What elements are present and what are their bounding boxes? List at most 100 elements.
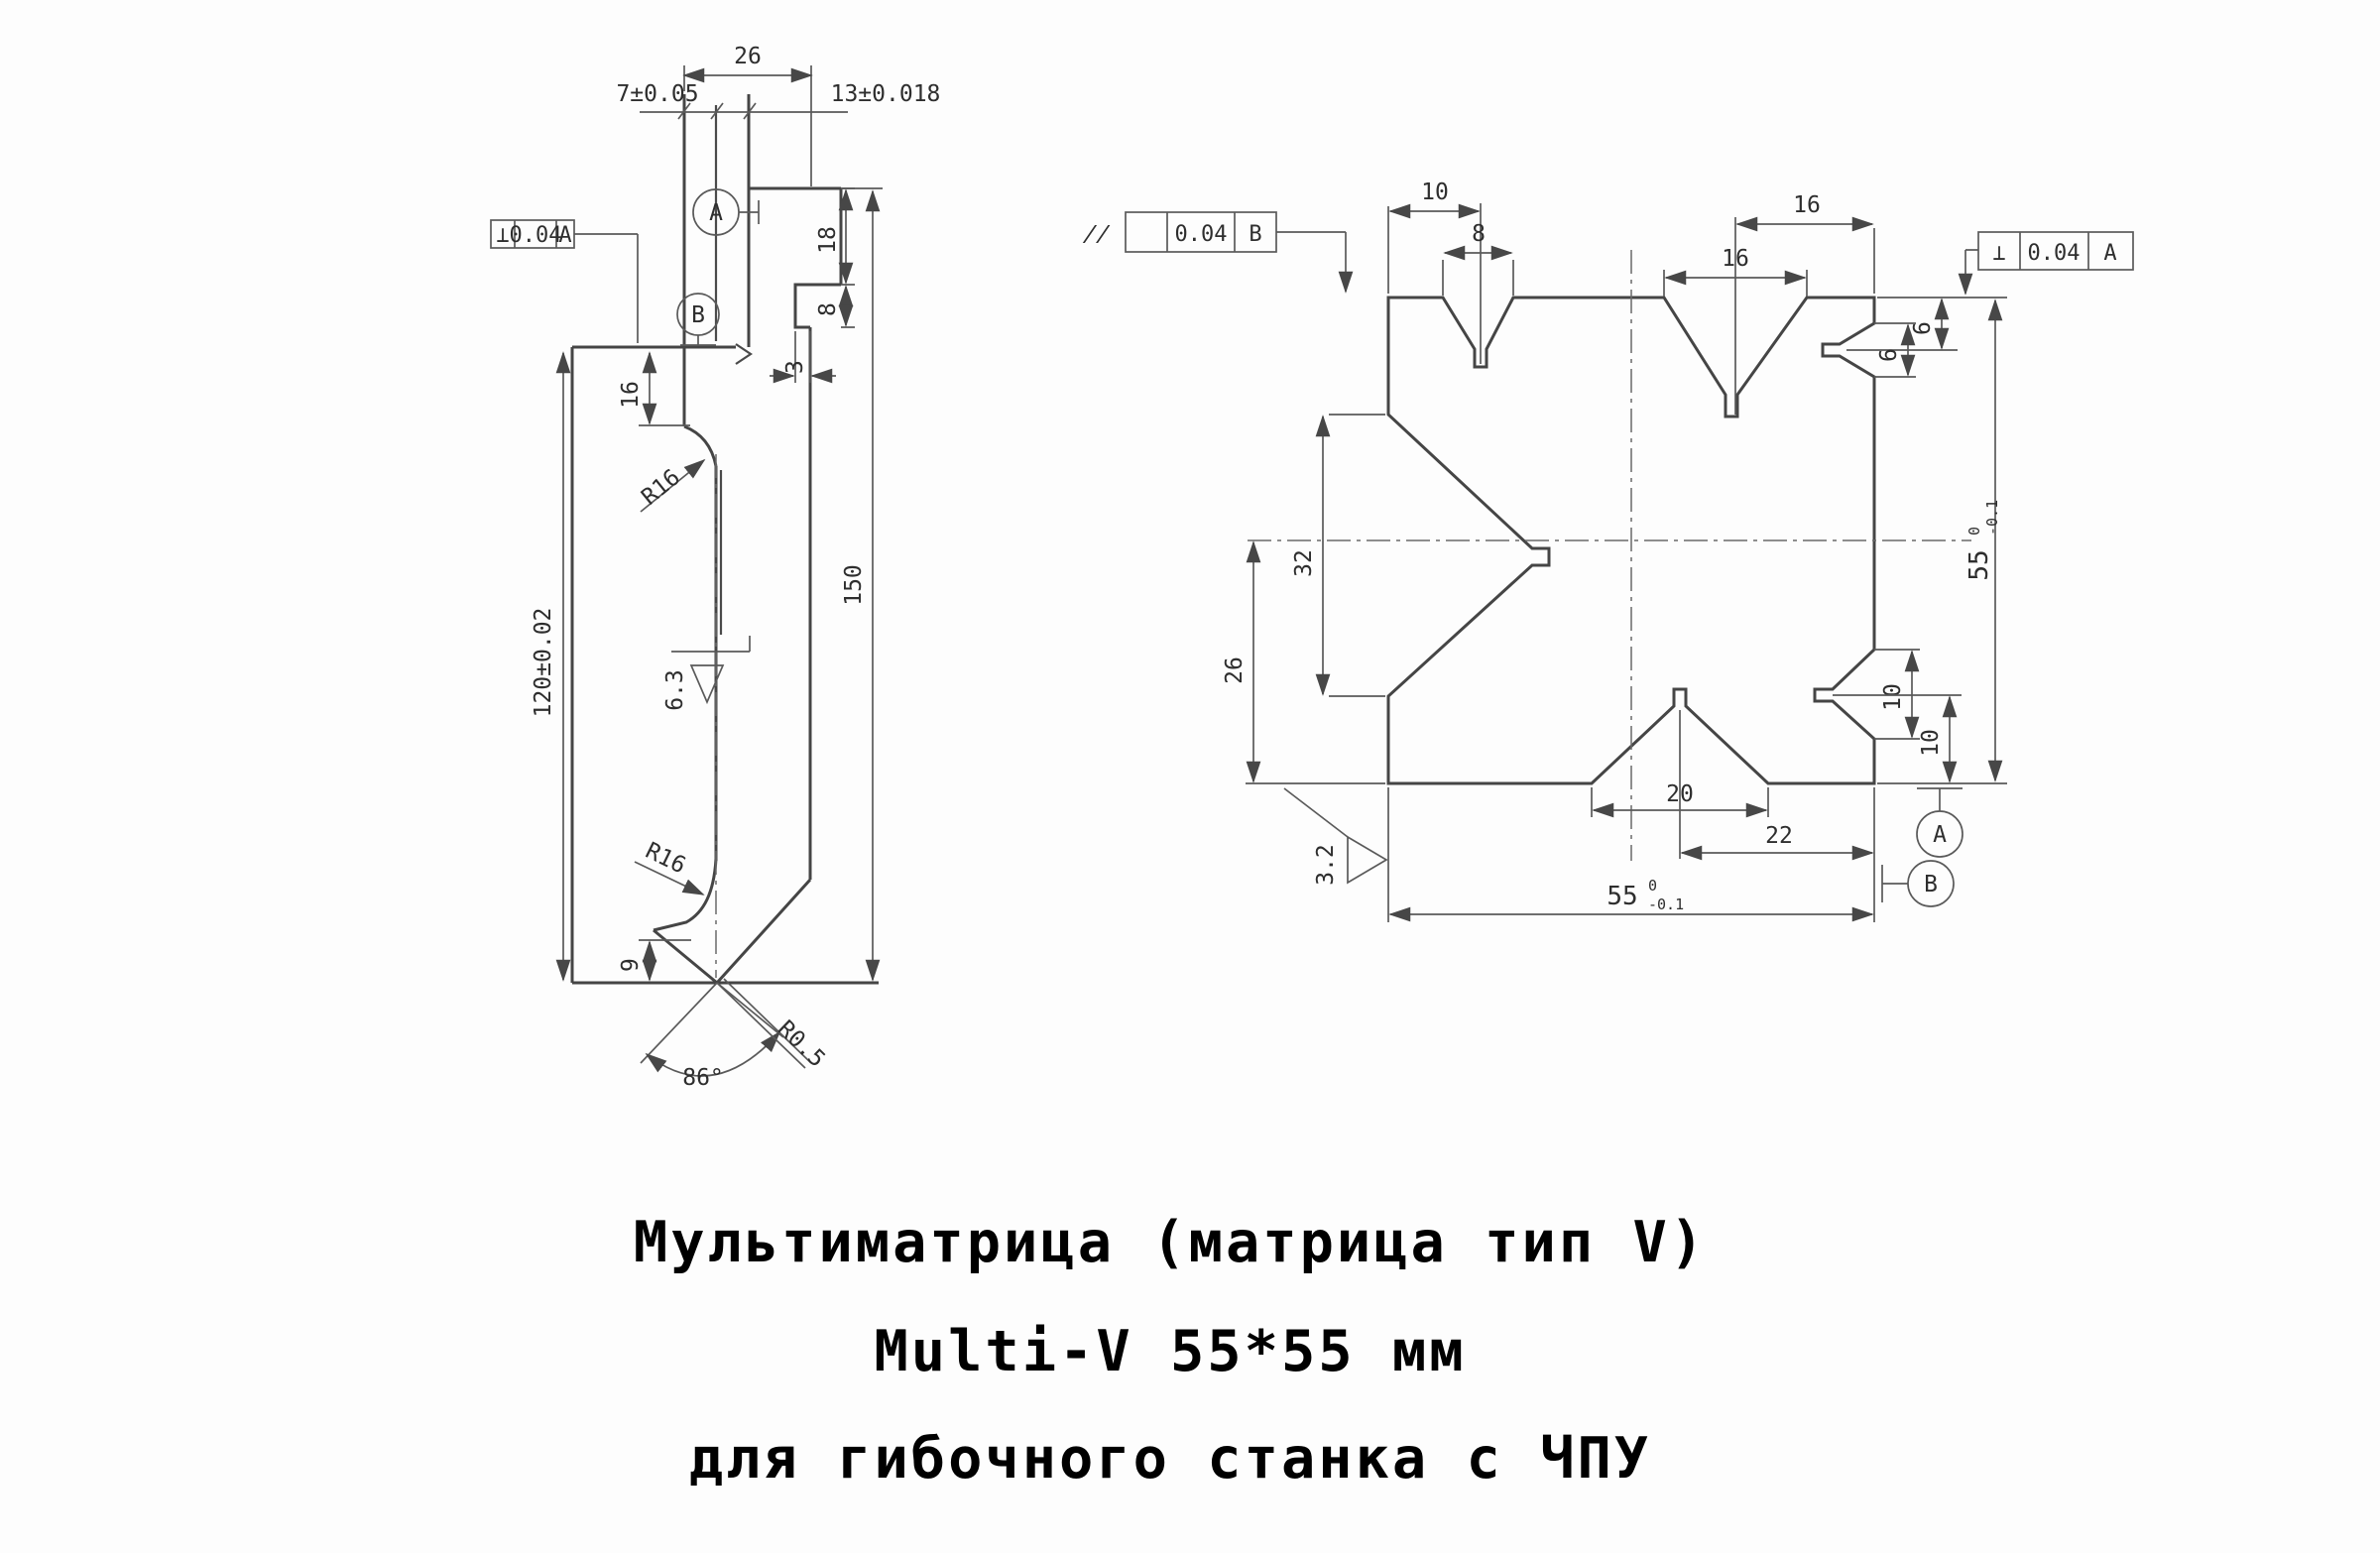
datum-b-stem-right (1881, 865, 1908, 902)
datum-a-label-right: A (1933, 822, 1947, 848)
ext-v8 (1387, 203, 1482, 364)
roughness-flag-line (671, 636, 751, 653)
dim-55h-value: 55 (1606, 882, 1637, 911)
leader-r16-upper (640, 458, 706, 513)
datum-b-circle-icon-right (1907, 860, 1955, 907)
dim-9-label: 9 (618, 958, 644, 972)
dim-8-label: 8 (815, 302, 841, 316)
left-view-side-profile: 26 7±0.05 13±0.018 ⊥ 0.04 A A (490, 44, 941, 1091)
datum-target-b: B (676, 293, 720, 346)
dim-55h-label-group: 55 0 -0.1 (1606, 877, 1684, 913)
perp-tolerance: 0.04 (2028, 241, 2081, 266)
datum-a-handle (739, 200, 760, 224)
gdt-datum-ref: A (558, 223, 571, 248)
dim-18-label: 18 (815, 226, 841, 254)
datum-b-label-right: B (1924, 872, 1938, 897)
perp-frame-box (1977, 231, 2134, 271)
datum-circle-b: B (1881, 860, 1955, 907)
v-left-flank (653, 928, 718, 985)
left-view-dimensions: 26 7±0.05 13±0.018 ⊥ 0.04 A A (490, 44, 941, 1091)
dim-55h-tol-lower: -0.1 (1648, 896, 1684, 913)
dim-v20-offset-label: 22 (1765, 823, 1793, 849)
dim-26-label: 26 (734, 44, 762, 69)
perp-datum: A (2103, 241, 2116, 266)
dim-v32-offset-label: 26 (1222, 657, 1248, 684)
datum-a-label: A (709, 200, 723, 226)
dim-55v-tol-upper: 0 (1965, 527, 1983, 536)
ext-v20 (1591, 787, 1769, 817)
datum-a-circle-icon-right (1916, 810, 1964, 858)
dim-v6-opening-label: 6 (1876, 348, 1902, 362)
right-view-dimensions: 10 8 16 16 6 6 10 10 (1081, 179, 2134, 922)
parallelism-icon: // (1081, 221, 1113, 247)
dim-55v-value: 55 (1964, 549, 1994, 580)
gdt-frame-dividers (514, 220, 557, 248)
caption-block: Мультиматрица (матрица тип V) Multi-V 55… (634, 1210, 1707, 1492)
dim-v16-opening-label: 16 (1722, 246, 1749, 272)
ext-v10-offset (1833, 694, 2007, 784)
ext-v6-opening (1874, 322, 1916, 378)
ext-22 (1679, 710, 1875, 922)
dim-v10-opening-label: 10 (1880, 683, 1906, 711)
v-angle-legs (640, 982, 784, 1064)
dim-55v-label-group: 55 0 -0.1 (1964, 500, 2001, 581)
bottom-right-slant (715, 878, 812, 985)
dim-13-label: 13±0.018 (831, 81, 941, 107)
dim-7-label: 7±0.05 (616, 81, 698, 107)
leader-r05 (716, 978, 812, 1069)
right-view-cross-section: 10 8 16 16 6 6 10 10 (1081, 179, 2134, 922)
ext-v8-opening (1442, 260, 1514, 296)
dim-v16-offset-label: 16 (1793, 192, 1821, 218)
v-angle-arc (645, 1030, 781, 1077)
dim-v8-offset-label: 10 (1421, 179, 1449, 205)
gdt-tolerance-value: 0.04 (510, 223, 562, 248)
dim-86-label: 86° (682, 1065, 724, 1091)
dim-r16-lower-label: R16 (642, 838, 690, 880)
clamp-groove (793, 283, 841, 329)
parallelism-datum: B (1249, 222, 1261, 247)
roughness-check-icon (689, 664, 725, 705)
dim-16-label: 16 (618, 381, 644, 409)
parallelism-leader (1276, 231, 1346, 292)
die-profile-outline (570, 94, 879, 985)
gdt-frame-parallelism: // 0.04 B (1081, 211, 1346, 292)
datum-a-stem-right (1917, 787, 1963, 811)
lower-r16-fillet (653, 858, 718, 932)
ext-18-8 (841, 187, 855, 328)
caption-line-2: Multi-V 55*55 мм (874, 1319, 1466, 1384)
perp-frame-dividers (2019, 232, 2089, 270)
parallelism-tolerance: 0.04 (1175, 222, 1228, 247)
parallelism-frame-dividers (1166, 212, 1236, 252)
dim-55h-tol-upper: 0 (1648, 877, 1657, 895)
ext-v10-opening (1874, 649, 1920, 740)
perpendicularity-icon-right: ⊥ (1992, 241, 2005, 266)
dim-55v-tol-lower: -0.1 (1983, 500, 2001, 536)
dim-3-label: 3 (782, 360, 808, 374)
tick-marks (677, 102, 757, 120)
ext-v16 (1734, 217, 1875, 415)
roughness-32-label: 3.2 (1313, 844, 1339, 886)
datum-b-stem (680, 335, 716, 346)
dim-v8-opening-label: 8 (1472, 221, 1486, 247)
dim-v6-offset-label: 6 (1910, 321, 1936, 335)
datum-b-label: B (691, 302, 705, 328)
roughness-32-leader (1283, 787, 1349, 838)
datum-target-a: A (692, 188, 760, 236)
ext-v32 (1329, 414, 1385, 697)
roughness-symbol-32: 3.2 (1283, 787, 1388, 886)
top-face-break-mark (735, 343, 753, 365)
gdt-leader (574, 233, 639, 343)
perpendicularity-icon: ⊥ (496, 223, 509, 248)
perp-leader (1965, 249, 1978, 294)
roughness-symbol-63: 6.3 (662, 636, 751, 711)
roughness-63-label: 6.3 (662, 669, 688, 711)
upper-r16-fillet (683, 424, 718, 467)
dim-v32-opening-label: 32 (1291, 549, 1317, 577)
gdt-frame-perpendicularity-right: ⊥ 0.04 A (1965, 231, 2134, 294)
leader-r16-lower (634, 861, 705, 896)
dim-120-label: 120±0.02 (531, 608, 556, 718)
ext-3 (794, 331, 811, 383)
caption-line-1: Мультиматрица (матрица тип V) (634, 1210, 1707, 1275)
